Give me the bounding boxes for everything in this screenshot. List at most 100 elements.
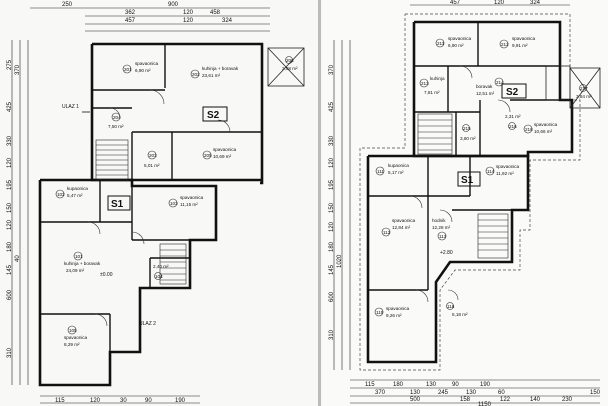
svg-text:2,31 m²: 2,31 m² <box>505 114 521 119</box>
dim-left-10: 40 <box>15 255 21 262</box>
room-101: 101 kuhinja + boravak 24,09 m² <box>64 251 101 273</box>
r-dim-left-1: 370 <box>329 64 335 75</box>
r-dim-left-9: 145 <box>329 264 335 275</box>
svg-text:boravak: boravak <box>476 84 493 89</box>
svg-text:12,28 m²: 12,28 m² <box>432 225 451 230</box>
svg-text:hodnik: hodnik <box>432 218 446 223</box>
svg-text:5,01 m²: 5,01 m² <box>144 163 160 168</box>
right-roof-outline <box>359 13 581 371</box>
dim-top-7: 120 <box>183 18 194 24</box>
svg-text:116: 116 <box>447 304 455 309</box>
room-214: 214 boravak 12,51 m² <box>476 77 504 96</box>
left-unit-tags: S2 S1 ULAZ 1 ULAZ 2 ±0.00 <box>62 104 228 327</box>
s1-tag-box <box>107 195 131 211</box>
svg-text:104: 104 <box>155 274 163 279</box>
svg-text:10,69 m²: 10,69 m² <box>213 154 232 159</box>
svg-text:11,15 m²: 11,15 m² <box>180 202 198 207</box>
r-dim-bottom-16: 150 <box>590 390 601 396</box>
svg-text:10,66 m²: 10,66 m² <box>534 129 553 134</box>
svg-text:kupaonica: kupaonica <box>67 186 88 191</box>
dim-top-1: 250 <box>62 2 73 8</box>
right-unit-tags: S2 S1 +2.80 <box>440 83 527 256</box>
dim-bottom-3: 30 <box>120 398 127 404</box>
svg-text:212: 212 <box>501 42 509 47</box>
room-211: 211 spavaonica 6,90 m² <box>435 36 472 48</box>
svg-text:218: 218 <box>525 127 533 132</box>
r-dim-left-4: 120 <box>329 157 335 168</box>
right-dims-side: 370 425 330 120 195 150 120 180 145 600 … <box>329 64 343 340</box>
s2-tag: S2 <box>207 110 220 121</box>
r-dim-left-10: 600 <box>329 291 335 302</box>
room-113: 113 hodnik 12,28 m² <box>432 218 451 241</box>
left-sheet <box>0 0 318 406</box>
dim-left-4: 330 <box>7 135 13 146</box>
svg-text:216: 216 <box>509 124 517 129</box>
svg-text:111: 111 <box>377 169 384 174</box>
r-dim-left-5: 195 <box>329 179 335 190</box>
svg-text:12,51 m²: 12,51 m² <box>476 91 495 96</box>
dim-left-5: 120 <box>7 157 13 168</box>
r-dim-top-1: 457 <box>450 0 461 6</box>
dim-top-8: 324 <box>222 18 233 24</box>
room-204: 204 7,50 m² <box>108 112 124 129</box>
svg-text:spavaonica: spavaonica <box>512 36 536 41</box>
svg-text:8,29 m²: 8,29 m² <box>64 342 80 347</box>
svg-text:3,84 m²: 3,84 m² <box>576 94 592 99</box>
dim-left-1: 275 <box>7 59 13 70</box>
svg-text:5,47 m²: 5,47 m² <box>67 193 83 198</box>
right-room-labels: 211 spavaonica 6,90 m² 212 spavaonica 9,… <box>374 36 592 318</box>
left-dims-side: 275 370 425 330 120 195 150 120 180 40 1… <box>7 59 21 358</box>
r-dim-left-11: 310 <box>329 329 335 340</box>
svg-text:7,81 m²: 7,81 m² <box>424 90 440 95</box>
svg-text:217: 217 <box>580 86 588 91</box>
svg-text:115: 115 <box>376 310 384 315</box>
r-dim-left-6: 150 <box>329 202 335 213</box>
right-walls <box>366 20 574 364</box>
dim-top-2: 900 <box>168 2 179 8</box>
svg-text:2,40 m²: 2,40 m² <box>153 264 169 269</box>
left-dimension-lines <box>11 7 270 404</box>
svg-text:kuhinja + boravak: kuhinja + boravak <box>202 66 239 71</box>
r-dim-bottom-17: 1150 <box>478 402 492 406</box>
svg-text:kuhinja + boravak: kuhinja + boravak <box>64 261 101 266</box>
room-205: 205 spavaonica 10,69 m² <box>202 147 237 160</box>
room-202: 202 kuhinja + boravak 23,61 m² <box>190 66 239 79</box>
svg-text:211: 211 <box>437 41 445 46</box>
svg-text:214: 214 <box>496 80 504 85</box>
r-dim-top-3: 324 <box>530 0 541 6</box>
svg-text:spavaonica: spavaonica <box>135 61 159 66</box>
svg-text:23,61 m²: 23,61 m² <box>202 73 221 78</box>
r-dim-bottom-3: 130 <box>426 382 437 388</box>
right-balcony <box>545 65 601 109</box>
right-dims-top: 457 120 324 <box>450 0 541 6</box>
right-door-swings <box>409 65 511 303</box>
r-level-marker: +2.80 <box>440 250 453 256</box>
svg-text:7,50 m²: 7,50 m² <box>108 124 124 129</box>
dim-top-3: 362 <box>125 10 136 16</box>
r-s1-tag: S1 <box>461 175 474 186</box>
entrance-1-label: ULAZ 1 <box>62 104 79 110</box>
svg-text:3,60 m²: 3,60 m² <box>460 136 476 141</box>
dim-left-13: 310 <box>7 347 13 358</box>
r-dim-bottom-2: 180 <box>393 382 404 388</box>
svg-text:102: 102 <box>57 192 65 197</box>
room-112: 112 spavaonica 12,84 m² <box>381 218 416 237</box>
svg-text:spavaonica: spavaonica <box>448 36 472 41</box>
left-door-swings <box>87 89 231 327</box>
svg-text:spavaonica: spavaonica <box>496 164 520 169</box>
dim-bottom-1: 115 <box>55 398 65 404</box>
svg-text:215: 215 <box>463 126 471 131</box>
r-dim-bottom-7: 130 <box>410 390 421 396</box>
room-217: 217 3,84 m² <box>576 84 592 99</box>
r-dim-bottom-13: 122 <box>500 397 511 403</box>
svg-text:12,84 m²: 12,84 m² <box>392 225 411 230</box>
svg-text:103: 103 <box>170 201 178 206</box>
svg-text:3,58 m²: 3,58 m² <box>282 66 298 71</box>
svg-text:114: 114 <box>487 169 495 174</box>
r-dim-left-2: 425 <box>329 101 335 112</box>
room-218: 218 spavaonica 10,66 m² <box>523 122 558 134</box>
svg-text:spavaonica: spavaonica <box>392 218 416 223</box>
r-s1-tag-box <box>457 171 481 187</box>
